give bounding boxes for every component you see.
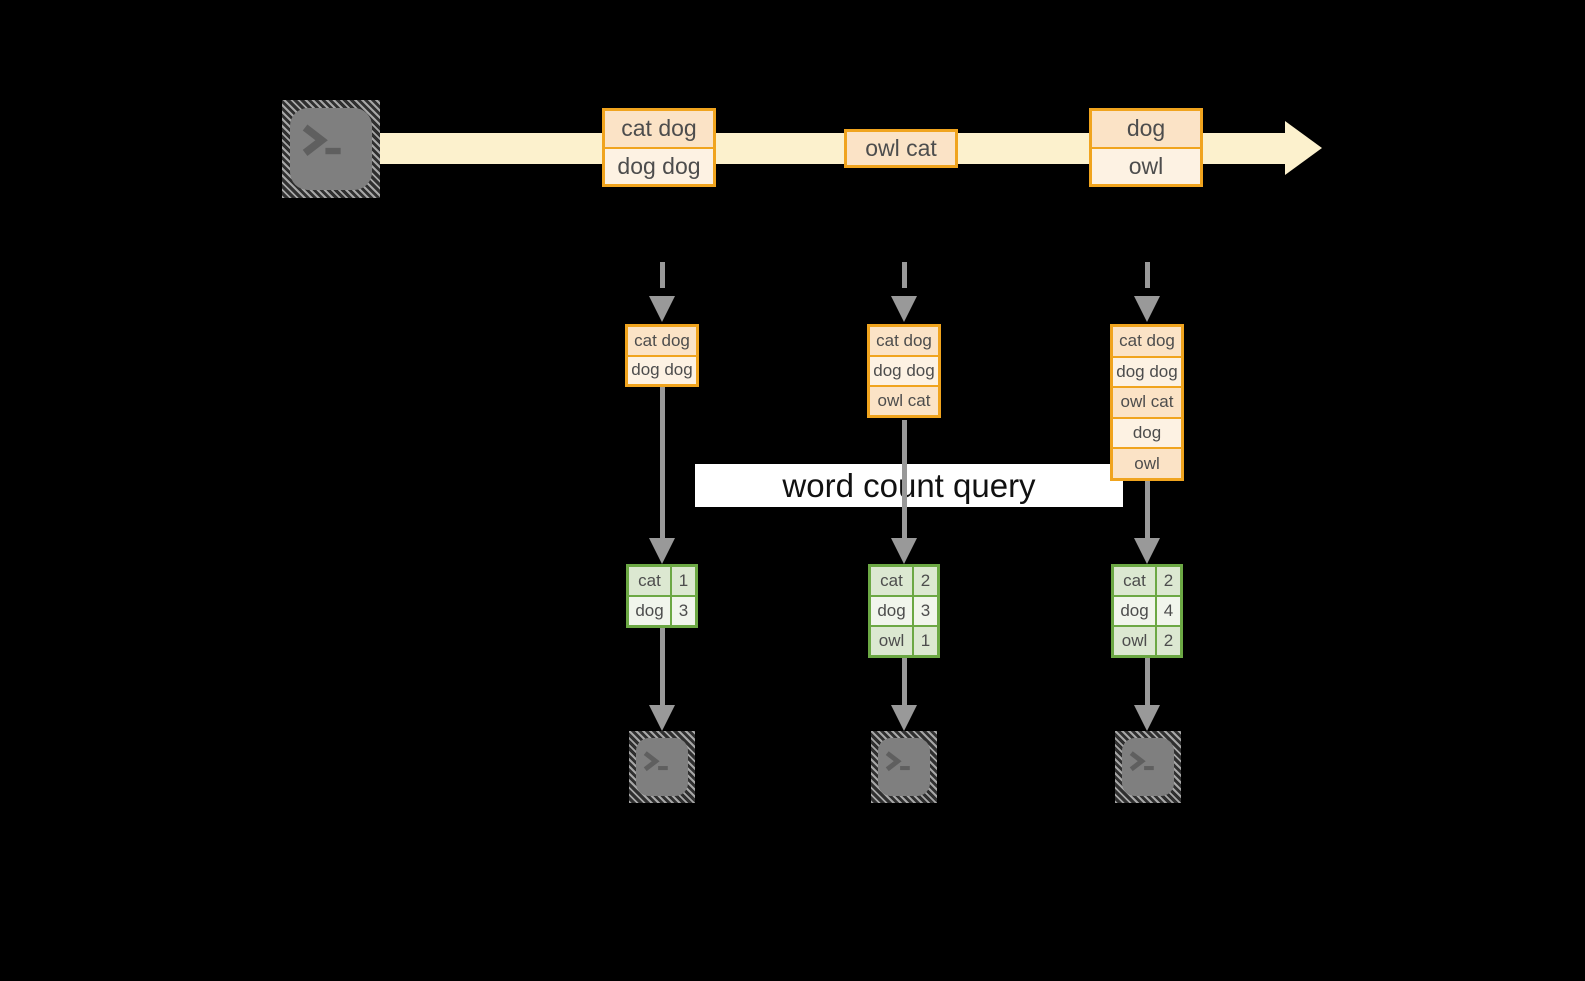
line-segment: [1144, 481, 1150, 538]
word-count-table: cat 2 dog 4 owl 2: [1111, 564, 1183, 658]
line-segment: [901, 420, 907, 538]
count-cell: 3: [914, 597, 937, 625]
count-cell: 4: [1157, 597, 1180, 625]
query-arrow: [1134, 481, 1160, 564]
stream-batch: dog owl: [1089, 108, 1203, 187]
word-cell: dog: [629, 597, 670, 625]
stream-arrowhead-icon: [1285, 121, 1322, 175]
line-segment: [659, 387, 665, 538]
count-cell: 1: [914, 627, 937, 655]
stream-record: cat dog: [605, 111, 713, 147]
table-row: dog 4: [1114, 597, 1180, 625]
batch-dispatch-arrow: [891, 262, 917, 322]
arrowhead-icon: [649, 705, 675, 731]
batch-dispatch-arrow: [1134, 262, 1160, 322]
table-row: dog 3: [871, 597, 937, 625]
buffer-record: cat dog: [1113, 327, 1181, 356]
dash-segment: [659, 262, 665, 288]
stream-record: dog: [1092, 111, 1200, 147]
batch-buffer: cat dog dog dog owl cat dog owl: [1110, 324, 1184, 481]
arrowhead-icon: [1134, 705, 1160, 731]
batch-buffer: cat dog dog dog: [625, 324, 699, 387]
table-row: cat 2: [871, 567, 937, 595]
terminal-prompt-icon: [636, 738, 688, 796]
table-row: cat 1: [629, 567, 695, 595]
dash-segment: [901, 262, 907, 288]
buffer-record: owl cat: [870, 387, 938, 415]
word-cell: dog: [1114, 597, 1155, 625]
stream-record: owl cat: [847, 132, 955, 165]
count-cell: 1: [672, 567, 695, 595]
table-row: owl 2: [1114, 627, 1180, 655]
stream-record: owl: [1092, 148, 1200, 184]
line-segment: [901, 658, 907, 705]
arrowhead-icon: [891, 705, 917, 731]
batch-dispatch-arrow: [649, 262, 675, 322]
buffer-record: owl: [1113, 449, 1181, 478]
terminal-prompt-icon: [1122, 738, 1174, 796]
word-count-table: cat 2 dog 3 owl 1: [868, 564, 940, 658]
terminal-prompt-icon: [290, 108, 372, 190]
word-count-query-label: word count query: [695, 464, 1123, 507]
stream-batch: owl cat: [844, 129, 958, 168]
word-cell: owl: [1114, 627, 1155, 655]
arrowhead-icon: [1134, 296, 1160, 322]
arrowhead-icon: [1134, 538, 1160, 564]
source-terminal-icon: [282, 100, 380, 198]
output-arrow: [1134, 658, 1160, 731]
sink-terminal-icon: [1115, 731, 1181, 803]
table-row: owl 1: [871, 627, 937, 655]
buffer-record: dog dog: [870, 357, 938, 385]
buffer-record: cat dog: [628, 327, 696, 355]
sink-terminal-icon: [871, 731, 937, 803]
buffer-record: cat dog: [870, 327, 938, 355]
query-arrow: [891, 420, 917, 564]
word-cell: cat: [1114, 567, 1155, 595]
word-cell: owl: [871, 627, 912, 655]
stream-batch: cat dog dog dog: [602, 108, 716, 187]
word-count-table: cat 1 dog 3: [626, 564, 698, 628]
count-cell: 3: [672, 597, 695, 625]
line-segment: [659, 628, 665, 705]
count-cell: 2: [1157, 627, 1180, 655]
buffer-record: dog dog: [628, 356, 696, 384]
batch-buffer: cat dog dog dog owl cat: [867, 324, 941, 418]
count-cell: 2: [1157, 567, 1180, 595]
word-cell: dog: [871, 597, 912, 625]
output-arrow: [891, 658, 917, 731]
buffer-record: dog: [1113, 418, 1181, 448]
arrowhead-icon: [649, 296, 675, 322]
word-cell: cat: [629, 567, 670, 595]
stream-record: dog dog: [605, 148, 713, 184]
count-cell: 2: [914, 567, 937, 595]
dash-segment: [1144, 262, 1150, 288]
terminal-prompt-icon: [878, 738, 930, 796]
word-cell: cat: [871, 567, 912, 595]
arrowhead-icon: [649, 538, 675, 564]
line-segment: [1144, 658, 1150, 705]
sink-terminal-icon: [629, 731, 695, 803]
arrowhead-icon: [891, 296, 917, 322]
table-row: cat 2: [1114, 567, 1180, 595]
arrowhead-icon: [891, 538, 917, 564]
buffer-record: owl cat: [1113, 388, 1181, 417]
query-arrow: [649, 387, 675, 564]
output-arrow: [649, 628, 675, 731]
buffer-record: dog dog: [1113, 357, 1181, 387]
table-row: dog 3: [629, 597, 695, 625]
